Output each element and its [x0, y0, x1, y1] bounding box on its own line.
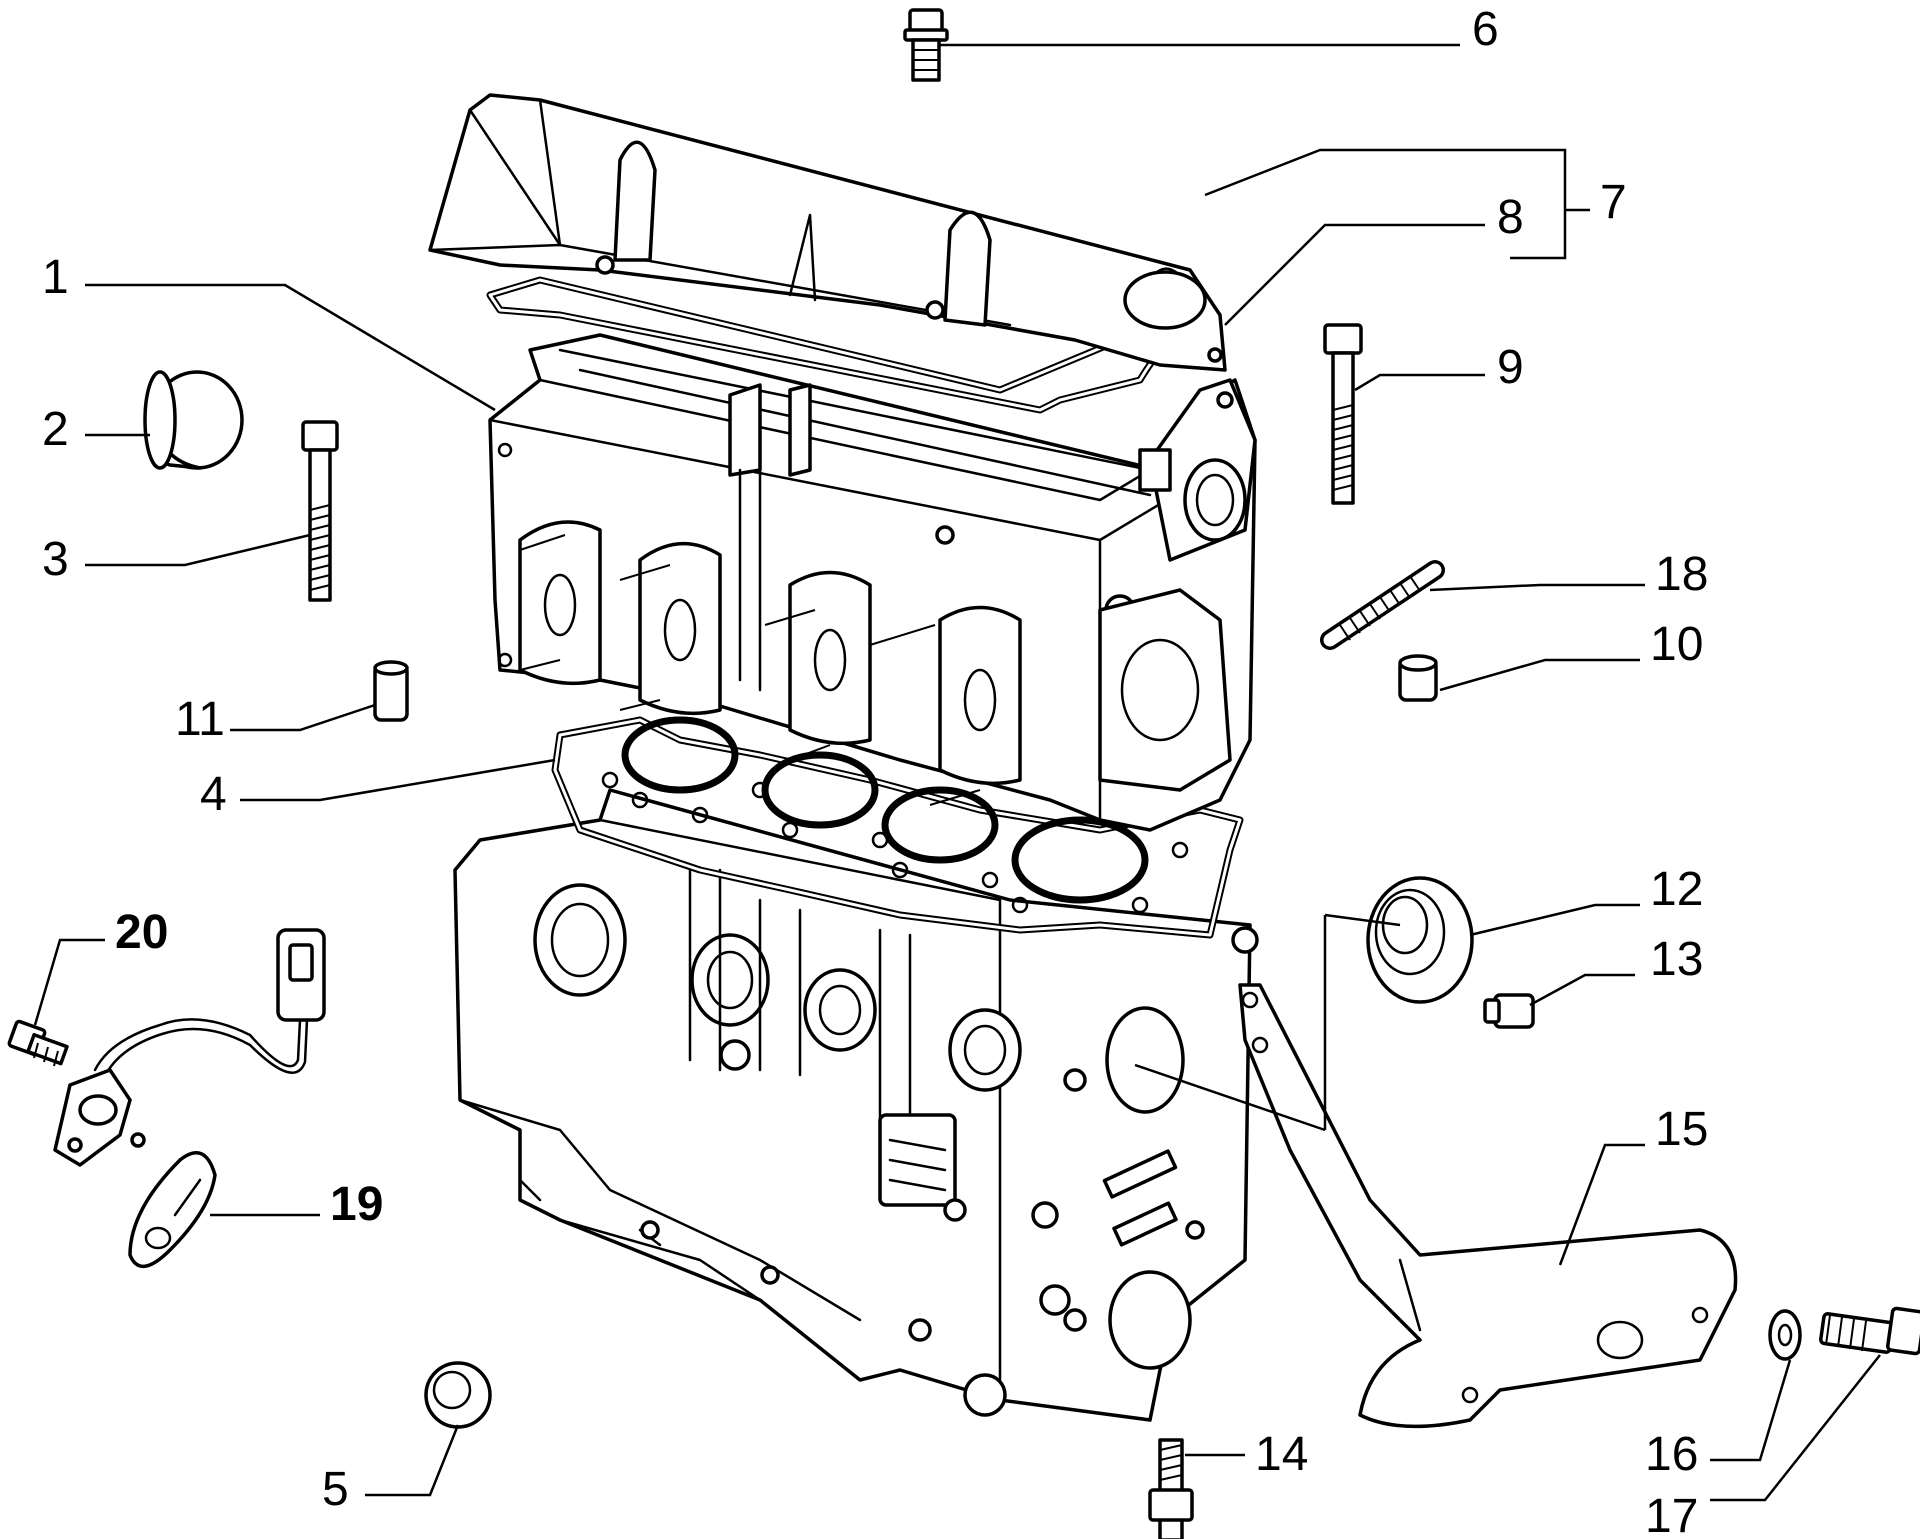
bracket-bolt — [1819, 1306, 1920, 1356]
leader-20 — [33, 938, 105, 1026]
callout-20: 20 — [115, 906, 168, 959]
leader-11 — [230, 703, 376, 732]
callout-9: 9 — [1497, 341, 1524, 394]
washer — [1768, 1309, 1802, 1361]
callout-labels: 1 2 3 4 5 6 7 8 9 10 11 12 13 14 15 16 1… — [42, 3, 1708, 1539]
leader-1 — [85, 283, 496, 412]
leader-15 — [1558, 1143, 1645, 1266]
callout-8: 8 — [1497, 191, 1524, 244]
callout-3: 3 — [42, 533, 69, 586]
leader-5 — [365, 1424, 460, 1497]
sensor-bolt — [7, 1019, 69, 1067]
cup-plug — [143, 370, 244, 470]
callout-7: 7 — [1600, 176, 1627, 229]
sensor — [53, 928, 326, 1167]
leader-12 — [1469, 903, 1640, 937]
engine-bracket — [1238, 915, 1738, 1429]
leader-3 — [85, 533, 311, 567]
callout-16: 16 — [1645, 1428, 1698, 1481]
callout-10: 10 — [1650, 618, 1703, 671]
long-stud — [1320, 560, 1445, 650]
leader-16 — [1710, 1359, 1792, 1462]
sensor-grommet — [128, 1151, 217, 1268]
cylinder-head — [488, 333, 1257, 832]
callout-2: 2 — [42, 403, 69, 456]
seal-guide-line — [1134, 913, 1401, 1132]
callout-15: 15 — [1655, 1103, 1708, 1156]
leader-18 — [1429, 583, 1645, 592]
leader-lines — [33, 43, 1881, 1502]
callout-19: 19 — [330, 1178, 383, 1231]
callout-13: 13 — [1650, 933, 1703, 986]
leader-9 — [1354, 373, 1485, 392]
callout-4: 4 — [200, 768, 227, 821]
block-bolt — [1148, 1438, 1194, 1539]
callout-18: 18 — [1655, 548, 1708, 601]
head-bolt-left — [301, 420, 339, 602]
callout-6: 6 — [1472, 3, 1499, 56]
head-bolt-right — [1323, 323, 1363, 505]
callout-14: 14 — [1255, 1428, 1308, 1481]
leader-4 — [240, 758, 556, 802]
leader-13 — [1529, 973, 1635, 1007]
cover-bolt — [903, 8, 949, 82]
head-gasket — [551, 716, 1244, 939]
dowel-right — [1398, 654, 1438, 702]
valve-cover — [428, 93, 1227, 372]
engine-block — [453, 788, 1259, 1422]
leader-17 — [1710, 1354, 1881, 1502]
callout-11: 11 — [175, 693, 225, 746]
leader-7 — [1204, 148, 1590, 260]
oil-plug — [1483, 993, 1535, 1029]
oil-seal-small — [424, 1361, 492, 1429]
oil-seal-large — [1366, 876, 1474, 1004]
leader-8 — [1224, 223, 1485, 326]
callout-1: 1 — [42, 251, 69, 304]
callout-12: 12 — [1650, 863, 1703, 916]
callout-5: 5 — [322, 1463, 349, 1516]
manifold-studs — [519, 534, 981, 806]
callout-17: 17 — [1645, 1490, 1698, 1539]
dowel-left — [373, 660, 409, 722]
leader-10 — [1439, 658, 1640, 692]
